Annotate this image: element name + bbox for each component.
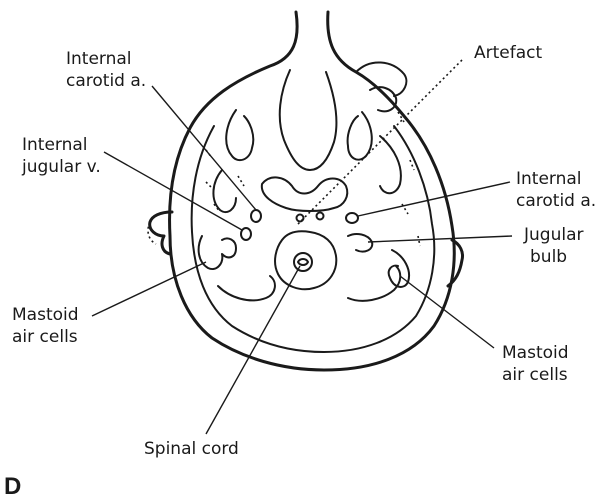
left-mastoid-air-cells xyxy=(199,236,236,269)
leader-internal-jugular xyxy=(104,152,242,230)
left-internal-carotid xyxy=(251,210,261,222)
right-orbit-inner xyxy=(370,87,396,111)
left-posterior-fossa xyxy=(218,276,275,300)
leader-jugular-bulb xyxy=(368,236,512,242)
spinal-cord-inner xyxy=(298,259,308,265)
midline-vessel-right xyxy=(317,213,324,220)
label-spinal-cord: Spinal cord xyxy=(144,439,239,459)
label-artefact: Artefact xyxy=(474,43,542,63)
right-jugular-bulb xyxy=(348,234,372,252)
label-jugular-bulb: Jugular bulb xyxy=(523,225,589,267)
nasal-cavity-outline xyxy=(280,70,337,170)
central-skull-base xyxy=(262,177,347,211)
label-internal-carotid-right: Internal carotid a. xyxy=(516,169,596,211)
leader-mastoid-left xyxy=(92,262,206,316)
spinal-cord-ring xyxy=(294,253,312,271)
label-internal-carotid-left: Internal carotid a. xyxy=(66,49,146,91)
label-internal-jugular: Internal jugular v. xyxy=(21,135,101,177)
label-mastoid-left: Mastoid air cells xyxy=(12,305,84,347)
label-mastoid-right: Mastoid air cells xyxy=(502,343,574,385)
leader-internal-carotid-left xyxy=(152,86,256,210)
artefact-streak xyxy=(298,60,462,224)
left-internal-jugular xyxy=(241,228,251,240)
left-sinus-wall xyxy=(226,110,253,160)
right-lateral-recess xyxy=(380,136,401,193)
left-lateral-recess xyxy=(213,170,236,212)
right-internal-carotid xyxy=(346,213,358,223)
panel-letter: D xyxy=(4,473,21,500)
leader-spinal-cord xyxy=(206,266,300,434)
right-sinus-wall xyxy=(348,112,372,160)
